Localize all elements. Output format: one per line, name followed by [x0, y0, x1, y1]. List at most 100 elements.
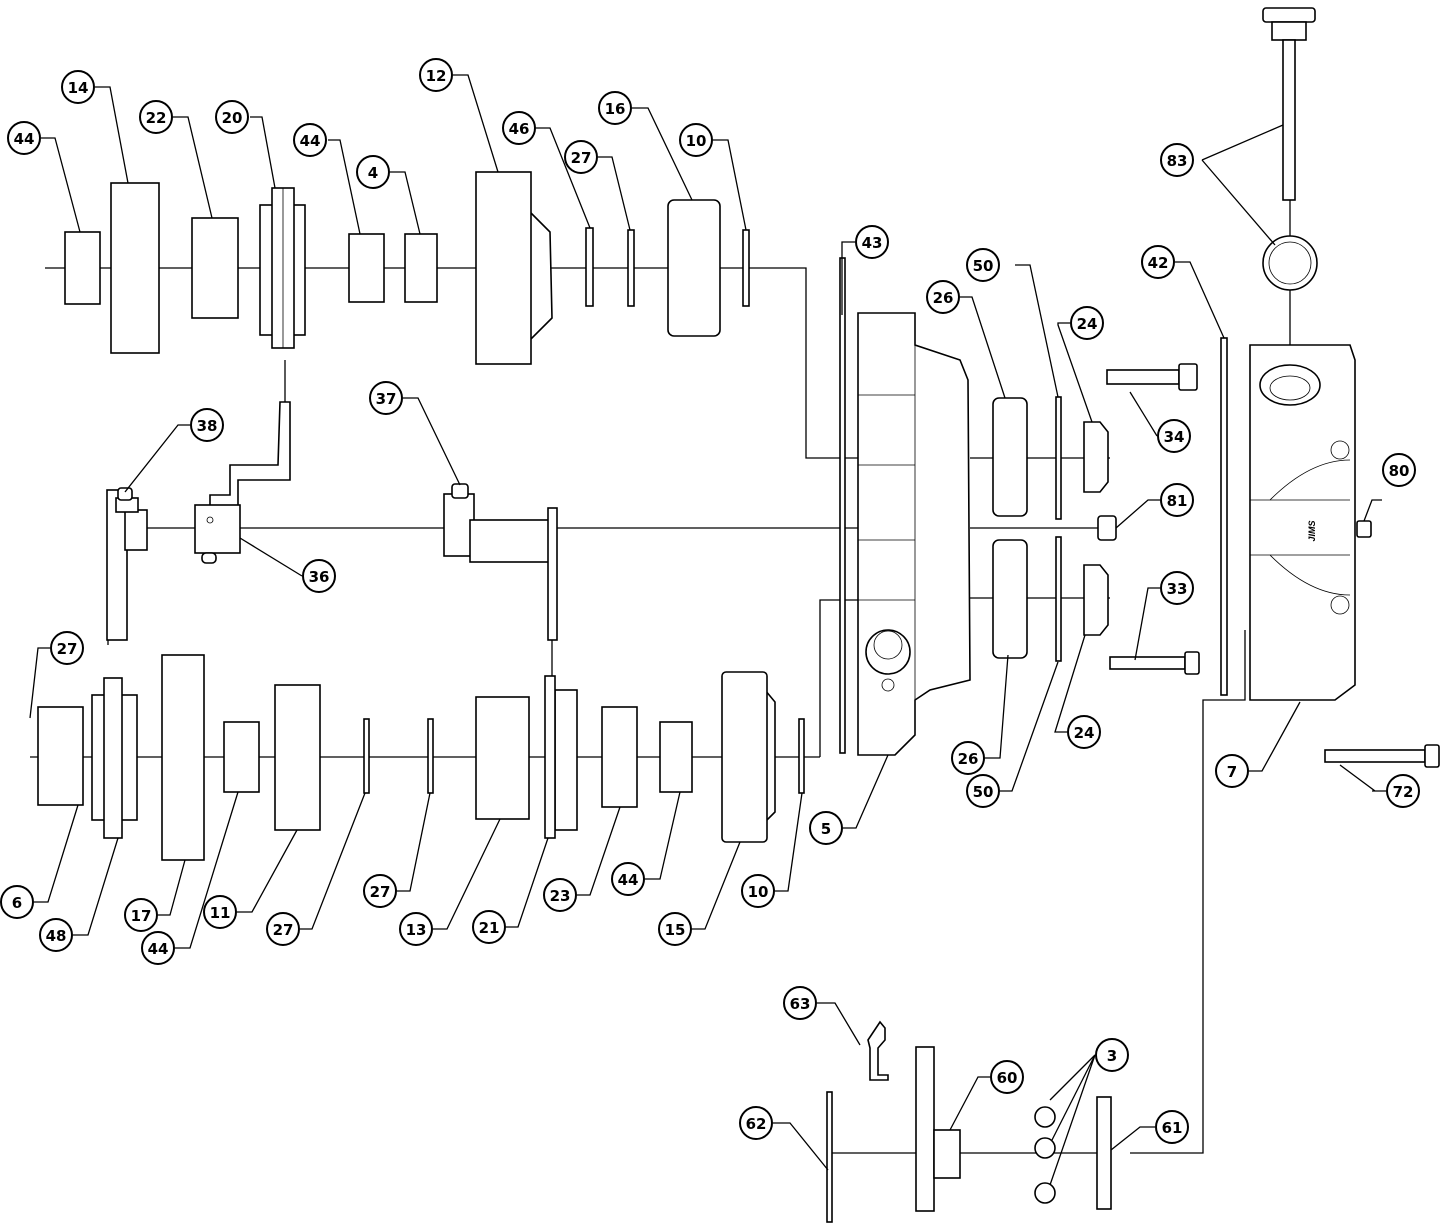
balloon-label: 48 [46, 927, 67, 945]
part-balloon-63: 63 [783, 986, 817, 1020]
cover-7: JIMS [1249, 344, 1356, 701]
balloon-label: 12 [426, 67, 447, 85]
part-balloon-24: 24 [1070, 306, 1104, 340]
balloon-label: 22 [146, 109, 167, 127]
part-balloon-5: 5 [809, 811, 843, 845]
leader-lines [29, 74, 1386, 1186]
gear-6 [37, 677, 138, 839]
balloon-label: 42 [1148, 254, 1169, 272]
washer-50-top [1055, 396, 1062, 520]
needle-bearing-44-bot-b [659, 721, 693, 793]
balloon-label: 81 [1167, 492, 1188, 510]
part-balloon-27: 27 [363, 874, 397, 908]
balloon-label: 44 [300, 132, 321, 150]
part-balloon-14: 14 [61, 70, 95, 104]
washer-46 [585, 227, 594, 307]
washer-10-bot [798, 718, 805, 794]
balloon-label: 26 [933, 289, 954, 307]
washer-10-top [742, 229, 750, 307]
part-balloon-15: 15 [658, 912, 692, 946]
part-balloon-26: 26 [926, 280, 960, 314]
part-balloon-3: 3 [1095, 1038, 1129, 1072]
bearing-26-top [992, 397, 1028, 517]
balloon-label: 37 [376, 390, 397, 408]
gear-20 [259, 187, 306, 349]
bottom-shaft-parts [37, 654, 805, 861]
part-balloon-38: 38 [190, 408, 224, 442]
nut-24-top [1083, 421, 1109, 493]
part-balloon-50: 50 [966, 248, 1000, 282]
plug-80 [1356, 520, 1372, 538]
balloon-label: 20 [222, 109, 243, 127]
part-balloon-44: 44 [141, 931, 175, 965]
gear-22 [191, 217, 239, 319]
part-balloon-23: 23 [543, 878, 577, 912]
balloon-label: 61 [1162, 1119, 1183, 1137]
balloon-label: 21 [479, 919, 500, 937]
part-balloon-46: 46 [502, 111, 536, 145]
shift-fork-38 [106, 487, 148, 641]
part-balloon-4: 4 [356, 155, 390, 189]
balloon-label: 63 [790, 995, 811, 1013]
balloon-label: 10 [748, 883, 769, 901]
plate-62 [826, 1091, 833, 1223]
cover-assembly: JIMS [1249, 7, 1440, 768]
bearing-26-bot [992, 539, 1028, 659]
part-balloon-10: 10 [741, 874, 775, 908]
part-balloon-12: 12 [419, 58, 453, 92]
balloon-label: 34 [1164, 428, 1185, 446]
balloon-label: 38 [197, 417, 218, 435]
balloon-label: 23 [550, 887, 571, 905]
shift-fork-37 [443, 483, 558, 641]
part-balloon-81: 81 [1160, 483, 1194, 517]
part-balloon-16: 16 [598, 91, 632, 125]
part-balloon-11: 11 [203, 895, 237, 929]
gasket-42 [1220, 337, 1228, 696]
top-shaft-parts [64, 171, 750, 365]
part-balloon-21: 21 [472, 910, 506, 944]
lower-assembly [826, 1020, 1112, 1223]
balloon-label: 26 [958, 750, 979, 768]
ball-3-b [1034, 1137, 1056, 1159]
part-balloon-34: 34 [1157, 419, 1191, 453]
balloon-label: 44 [148, 940, 169, 958]
part-balloon-72: 72 [1386, 774, 1420, 808]
balloon-label: 10 [686, 132, 707, 150]
needle-bearing-4 [404, 233, 438, 303]
part-balloon-27: 27 [266, 912, 300, 946]
washer-50-bot [1055, 536, 1062, 662]
case-parts [839, 257, 1228, 756]
part-balloon-61: 61 [1155, 1110, 1189, 1144]
shift-fork-assembly [106, 401, 558, 641]
balloon-label: 80 [1389, 462, 1410, 480]
part-balloon-50: 50 [966, 774, 1000, 808]
part-balloon-60: 60 [990, 1060, 1024, 1094]
part-balloon-6: 6 [0, 885, 34, 919]
balloon-label: 44 [14, 130, 35, 148]
clip-63 [867, 1020, 889, 1081]
gear-11 [274, 684, 321, 831]
balloon-label: 7 [1227, 763, 1237, 781]
balloon-label: 27 [370, 883, 391, 901]
dipstick-83 [1262, 7, 1318, 291]
needle-bearing-44-bot-a [223, 721, 260, 793]
part-balloon-48: 48 [39, 918, 73, 952]
washer-27-bot-c [427, 718, 434, 794]
part-balloon-17: 17 [124, 898, 158, 932]
ball-3-c [1034, 1182, 1056, 1204]
balloon-label: 27 [273, 921, 294, 939]
part-balloon-24: 24 [1067, 715, 1101, 749]
balloon-label: 14 [68, 79, 89, 97]
balloon-label: 62 [746, 1115, 767, 1133]
part-balloon-62: 62 [739, 1106, 773, 1140]
gear-14 [110, 182, 160, 354]
gasket-43 [839, 257, 846, 754]
part-balloon-80: 80 [1382, 453, 1416, 487]
balloon-label: 83 [1167, 152, 1188, 170]
hub-60 [915, 1046, 961, 1212]
balloon-label: 43 [862, 234, 883, 252]
balloon-label: 60 [997, 1069, 1018, 1087]
part-balloon-22: 22 [139, 100, 173, 134]
gear-23 [601, 706, 638, 808]
part-balloon-36: 36 [302, 559, 336, 593]
